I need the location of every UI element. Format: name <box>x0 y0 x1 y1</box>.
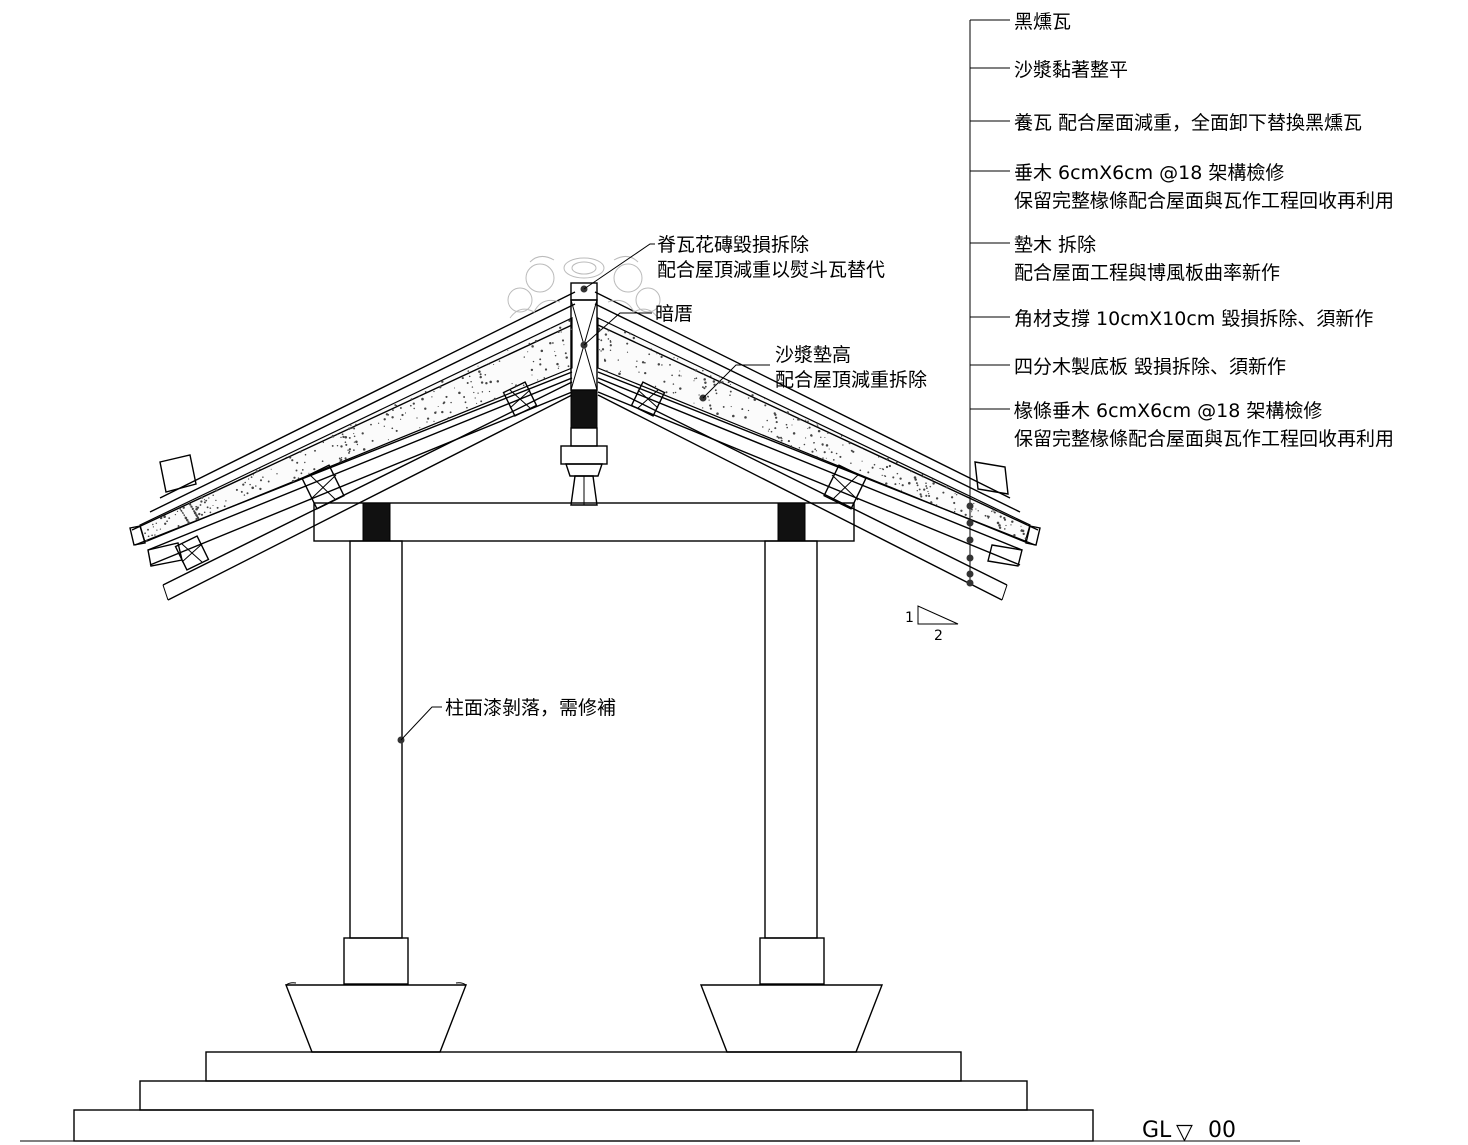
callout-angle-support: 角材支撐 10cmX10cm 毀損拆除、須新作 <box>1014 308 1373 330</box>
right-callouts: 黑燻瓦 沙漿黏著整平 養瓦 配合屋面減重，全面卸下替換黑燻瓦 垂木 6cmX6c… <box>1014 11 1394 450</box>
callout-packing-line2: 配合屋面工程與博風板曲率新作 <box>1014 262 1280 284</box>
callout-packing-line1: 墊木 拆除 <box>1014 234 1096 256</box>
gl-value: 00 <box>1208 1118 1236 1143</box>
callout-base-board: 四分木製底板 毀損拆除、須新作 <box>1014 356 1286 378</box>
hidden-ridge-callout: 暗厝 <box>580 303 693 349</box>
column-right <box>699 540 884 1053</box>
gl-triangle-icon: ▽ <box>1176 1120 1193 1145</box>
roof-right-slope <box>594 291 1041 601</box>
callout-mortar-line1: 沙漿墊高 <box>775 344 851 366</box>
callout-hidden-ridge: 暗厝 <box>655 303 693 325</box>
ridge-post <box>560 282 608 506</box>
slope-run: 2 <box>934 628 943 644</box>
callout-black-tile: 黑燻瓦 <box>1014 11 1071 33</box>
callout-purlin-line2: 保留完整椽條配合屋面與瓦作工程回收再利用 <box>1014 428 1394 450</box>
gl-label: GL <box>1142 1118 1172 1143</box>
callout-column-paint: 柱面漆剝落，需修補 <box>445 697 616 719</box>
callout-rafter-line2: 保留完整椽條配合屋面與瓦作工程回收再利用 <box>1014 190 1394 212</box>
callout-ridge-tile-line1: 脊瓦花磚毀損拆除 <box>657 234 809 256</box>
mortar-band-right <box>597 317 1031 543</box>
right-callout-leaders <box>966 19 1010 587</box>
ridge-tile-callout: 脊瓦花磚毀損拆除 配合屋頂減重以熨斗瓦替代 <box>580 234 885 293</box>
slope-rise: 1 <box>905 610 914 626</box>
column-callout: 柱面漆剝落，需修補 <box>397 697 616 744</box>
ground-level-mark: GL ▽ 00 <box>1115 1118 1300 1145</box>
callout-ridge-tile-line2: 配合屋頂減重以熨斗瓦替代 <box>657 259 885 281</box>
callout-mortar-line2: 配合屋頂減重拆除 <box>775 369 927 391</box>
roof-left-slope <box>129 291 576 601</box>
mortar-speckle <box>144 319 1028 542</box>
mortar-callout: 沙漿墊高 配合屋頂減重拆除 <box>699 344 927 402</box>
mortar-band-left <box>139 317 573 543</box>
callout-mortar-leveling: 沙漿黏著整平 <box>1014 59 1128 81</box>
callout-tile-replacement: 養瓦 配合屋面減重，全面卸下替換黑燻瓦 <box>1014 112 1362 134</box>
slope-indicator: 1 2 <box>905 605 959 644</box>
ridge-ornament <box>507 256 661 319</box>
callout-rafter-line1: 垂木 6cmX6cm @18 架構檢修 <box>1014 162 1284 184</box>
plinth-steps <box>20 1051 1300 1142</box>
callout-purlin-line1: 椽條垂木 6cmX6cm @18 架構檢修 <box>1014 400 1322 422</box>
column-left <box>284 540 468 1053</box>
tie-beam <box>313 502 855 542</box>
